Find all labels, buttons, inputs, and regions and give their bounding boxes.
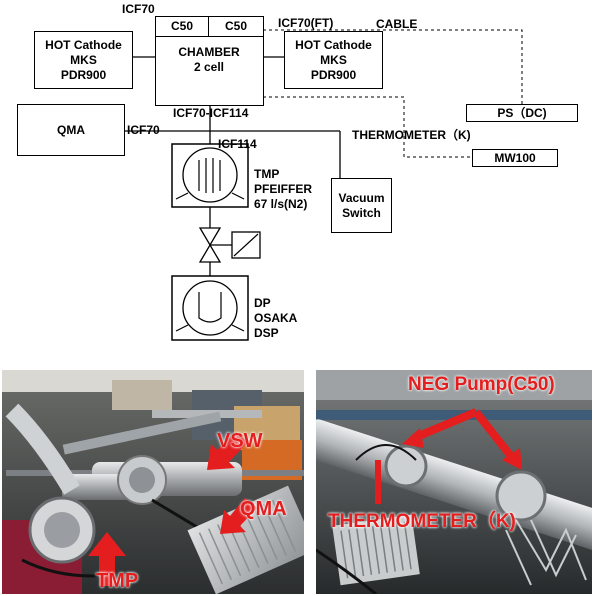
valve-symbol: [198, 227, 261, 263]
hot-cathode-left-line2: MKS: [70, 52, 97, 67]
ps-dc-label: PS（DC): [497, 105, 547, 120]
qma-arrow-icon: [220, 498, 257, 534]
icf70-top-label: ICF70: [122, 2, 155, 16]
icf70-ft-label: ICF70(FT): [278, 16, 334, 30]
dp-label: DP OSAKA DSP: [254, 296, 297, 341]
vacuum-switch-line2: Switch: [342, 205, 381, 220]
c50-right-port: C50: [209, 17, 263, 37]
tmp-label-line3: 67 l/s(N2): [254, 197, 308, 211]
icf70-qma-label: ICF70: [127, 123, 160, 137]
tmp-symbol: [171, 143, 249, 208]
tmp-annotation: TMP: [96, 570, 139, 592]
photo-left-illustration: [2, 370, 304, 594]
dp-label-line2: OSAKA: [254, 311, 298, 325]
hot-cathode-left-line3: PDR900: [60, 67, 107, 82]
neg-pump-annotation: NEG Pump(C50): [408, 374, 555, 395]
chamber-title: CHAMBER: [178, 45, 240, 59]
qma-annotation: QMA: [240, 498, 287, 520]
hot-cathode-left-line1: HOT Cathode: [45, 37, 122, 52]
qma-label: QMA: [57, 122, 85, 137]
vacuum-switch-box: Vacuum Switch: [331, 178, 392, 233]
ps-dc-box: PS（DC): [466, 104, 578, 122]
vsw-arrow-icon: [207, 432, 248, 470]
photo-right-neg-setup: NEG Pump(C50) THERMOMETER（K): [316, 370, 592, 594]
photo-left-tmp-setup: VSW QMA TMP: [2, 370, 304, 594]
thermometer-annotation: THERMOMETER（K): [328, 511, 516, 532]
hot-cathode-right-box: HOT Cathode MKS PDR900: [284, 31, 383, 89]
tmp-label-line2: PFEIFFER: [254, 182, 313, 196]
chamber-box: C50 C50 CHAMBER 2 cell: [155, 16, 264, 106]
c50-left-label: C50: [170, 19, 193, 33]
qma-box: QMA: [17, 104, 125, 156]
dp-label-line1: DP: [254, 296, 271, 310]
c50-left-port: C50: [156, 17, 209, 37]
thermometer-dashed-line: [263, 96, 472, 158]
hot-cathode-right-line1: HOT Cathode: [295, 37, 372, 52]
mw100-label: MW100: [494, 150, 536, 165]
dp-symbol: [171, 275, 249, 341]
cable-label: CABLE: [376, 17, 418, 31]
tmp-label: TMP PFEIFFER 67 l/s(N2): [254, 167, 312, 212]
c50-right-label: C50: [224, 19, 247, 33]
hot-cathode-left-box: HOT Cathode MKS PDR900: [34, 31, 133, 89]
schematic-connections: [124, 29, 523, 341]
icf70-icf114-label: ICF70-ICF114: [173, 106, 249, 120]
neg-pump-arrow-icon: [402, 408, 522, 470]
photo-right-illustration: [316, 370, 592, 594]
hot-cathode-right-line2: MKS: [320, 52, 347, 67]
vacuum-switch-line1: Vacuum: [338, 190, 385, 205]
mw100-box: MW100: [472, 149, 558, 167]
tmp-label-line1: TMP: [254, 167, 280, 181]
cable-dashed-line: [263, 29, 523, 104]
tmp-arrow-icon: [88, 532, 126, 586]
icf114-label: ICF114: [218, 137, 257, 151]
vsw-annotation: VSW: [217, 430, 263, 452]
vacuum-system-schematic: HOT Cathode MKS PDR900 C50 C50 CHAMBER 2…: [17, 2, 578, 341]
thermometer-label: THERMOMETER（K): [352, 128, 471, 142]
chamber-subtitle: 2 cell: [193, 60, 225, 74]
hot-cathode-right-line3: PDR900: [310, 67, 357, 82]
dp-label-line3: DSP: [254, 326, 279, 340]
